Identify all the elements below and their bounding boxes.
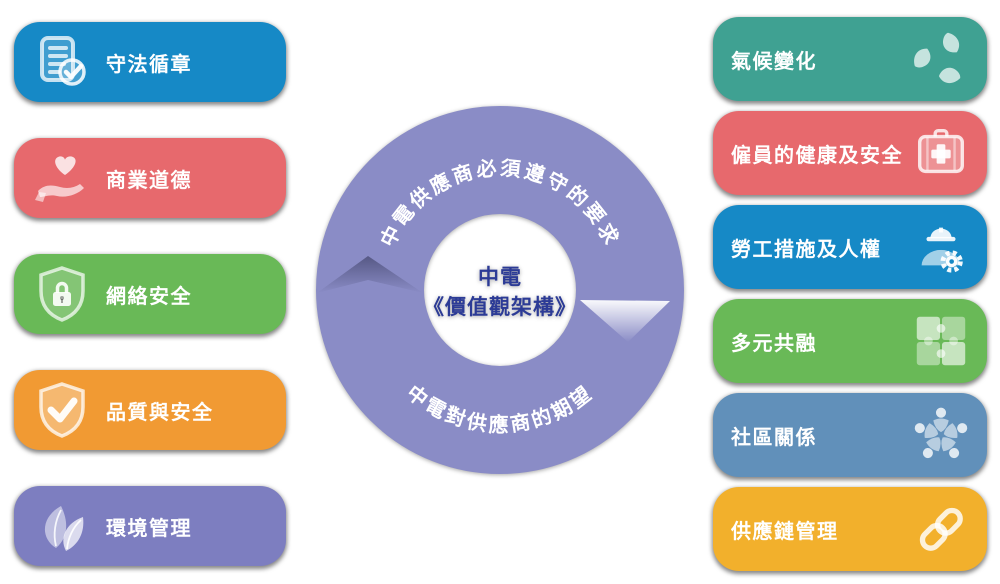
card-business-ethics: 商業道德 bbox=[14, 138, 286, 218]
card-label: 多元共融 bbox=[731, 332, 817, 355]
value-framework-donut: 中電供應商必須遵守的要求 中電對供應商的期望 中電 《價值觀架構》 bbox=[316, 106, 684, 474]
shield-lock-icon bbox=[30, 262, 94, 326]
card-environmental-management: 環境管理 bbox=[14, 486, 286, 566]
worker-gear-icon bbox=[910, 216, 972, 278]
shield-check-icon bbox=[30, 378, 94, 442]
right-down-chevron-icon bbox=[580, 300, 670, 342]
card-labour-human-rights: 勞工措施及人權 bbox=[713, 205, 987, 289]
card-label: 網絡安全 bbox=[106, 285, 192, 308]
card-label: 勞工措施及人權 bbox=[731, 238, 882, 261]
leaves-icon bbox=[30, 494, 94, 558]
card-compliance: 守法循章 bbox=[14, 22, 286, 102]
people-circle-icon bbox=[910, 404, 972, 466]
heart-hand-icon bbox=[30, 146, 94, 210]
card-label: 商業道德 bbox=[106, 169, 192, 192]
card-diversity-inclusion: 多元共融 bbox=[713, 299, 987, 383]
card-climate-change: 氣候變化 bbox=[713, 17, 987, 101]
leaf-recycle-icon bbox=[910, 28, 972, 90]
card-label: 社區關係 bbox=[731, 426, 817, 449]
card-employee-health-safety: 僱員的健康及安全 bbox=[713, 111, 987, 195]
card-label: 氣候變化 bbox=[731, 50, 817, 73]
card-supply-chain-management: 供應鏈管理 bbox=[713, 487, 987, 571]
document-check-icon bbox=[30, 30, 94, 94]
card-label: 僱員的健康及安全 bbox=[731, 144, 903, 167]
card-cyber-security: 網絡安全 bbox=[14, 254, 286, 334]
donut-center-title-line2: 《價值觀架構》 bbox=[423, 295, 577, 319]
card-label: 守法循章 bbox=[106, 53, 192, 76]
puzzle-icon bbox=[910, 310, 972, 372]
donut-center-title-line1: 中電 bbox=[478, 266, 522, 289]
left-up-chevron-icon bbox=[317, 256, 423, 293]
first-aid-kit-icon bbox=[910, 122, 972, 184]
card-quality-safety: 品質與安全 bbox=[14, 370, 286, 450]
card-label: 供應鏈管理 bbox=[731, 520, 839, 543]
card-label: 品質與安全 bbox=[106, 401, 214, 424]
donut-band bbox=[316, 106, 684, 474]
chain-link-icon bbox=[910, 498, 972, 560]
card-community-relations: 社區關係 bbox=[713, 393, 987, 477]
card-label: 環境管理 bbox=[106, 517, 192, 540]
